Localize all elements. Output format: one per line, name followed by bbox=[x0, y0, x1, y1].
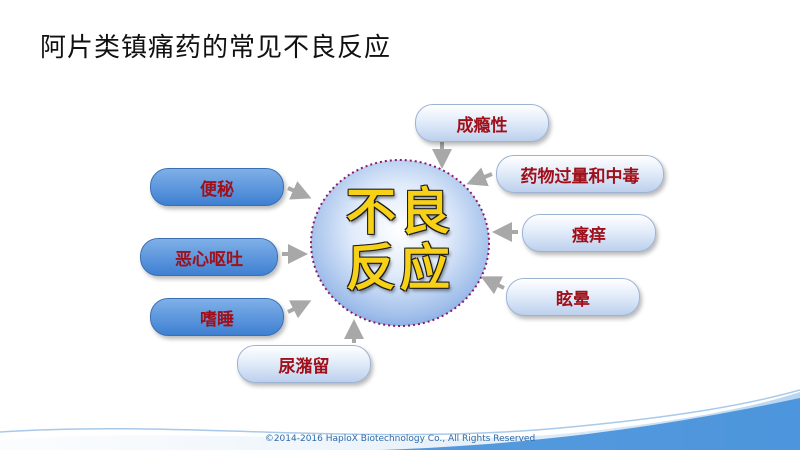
arrow-overdose bbox=[466, 167, 493, 187]
center-label-line1: 不良 bbox=[346, 183, 454, 241]
copyright-footer: ©2014-2016 HaploX Biotechnology Co., All… bbox=[264, 434, 536, 444]
effect-nausea-vomiting: 恶心呕吐 bbox=[140, 238, 278, 276]
effect-overdose: 药物过量和中毒 bbox=[496, 155, 664, 193]
effect-urinary-retention: 尿潴留 bbox=[237, 345, 371, 383]
effect-pruritus: 瘙痒 bbox=[522, 214, 656, 252]
page-title: 阿片类镇痛药的常见不良反应 bbox=[40, 33, 392, 63]
arrow-drowsiness bbox=[287, 300, 312, 319]
effect-addiction: 成瘾性 bbox=[415, 104, 549, 142]
effect-constipation: 便秘 bbox=[150, 168, 284, 206]
arrow-dizziness bbox=[480, 276, 505, 295]
arrow-constipation bbox=[287, 181, 312, 200]
center-ellipse bbox=[310, 159, 490, 327]
center-label-line2: 反应 bbox=[346, 239, 454, 297]
effect-drowsiness: 嗜睡 bbox=[150, 298, 284, 336]
effect-dizziness: 眩晕 bbox=[506, 278, 640, 316]
